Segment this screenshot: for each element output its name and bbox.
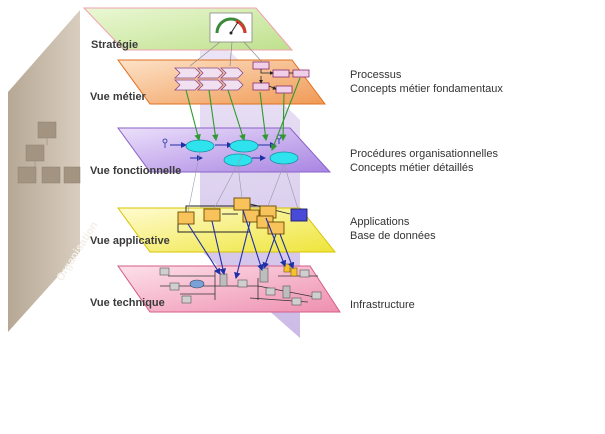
blue-links xyxy=(187,209,295,280)
router-icon xyxy=(189,279,205,289)
process-chevrons xyxy=(174,67,244,91)
desc-applicative-2: Base de données xyxy=(350,230,436,242)
layer-technique: Vue technique xyxy=(90,263,341,313)
layer-applicative: Vue applicative xyxy=(90,197,337,253)
organisation-wall: Organisation xyxy=(8,10,101,332)
layer-strategie: Stratégie xyxy=(82,7,294,51)
layer-descriptions: Processus Concepts métier fondamentaux P… xyxy=(350,69,503,311)
server-icons xyxy=(219,267,291,299)
database-box xyxy=(290,208,308,222)
layer-fonctionnelle: Vue fonctionnelle xyxy=(90,127,332,177)
strategy-links xyxy=(189,41,263,67)
green-links xyxy=(185,77,301,152)
function-app-links xyxy=(187,151,299,213)
concept-links xyxy=(259,69,293,90)
layer-label-metier: Vue métier xyxy=(90,91,147,103)
layer-label-technique: Vue technique xyxy=(90,297,165,309)
desc-metier-1: Processus xyxy=(350,69,402,81)
desc-technique-1: Infrastructure xyxy=(350,299,415,311)
strategy-gauge-icon xyxy=(209,12,253,43)
desc-fonctionnelle-2: Concepts métier détaillés xyxy=(350,162,474,174)
org-chart-icon xyxy=(17,121,81,184)
desc-applicative-1: Applications xyxy=(350,216,410,228)
desc-metier-2: Concepts métier fondamentaux xyxy=(350,83,503,95)
computer-icons xyxy=(159,267,322,306)
concept-boxes xyxy=(252,61,310,94)
layer-metier: Vue métier xyxy=(90,59,326,105)
desc-fonctionnelle-1: Procédures organisationnelles xyxy=(350,148,498,160)
layer-label-fonctionnelle: Vue fonctionnelle xyxy=(90,165,181,177)
layer-label-strategie: Stratégie xyxy=(91,39,138,51)
application-boxes xyxy=(177,197,285,235)
layer-label-applicative: Vue applicative xyxy=(90,235,170,247)
